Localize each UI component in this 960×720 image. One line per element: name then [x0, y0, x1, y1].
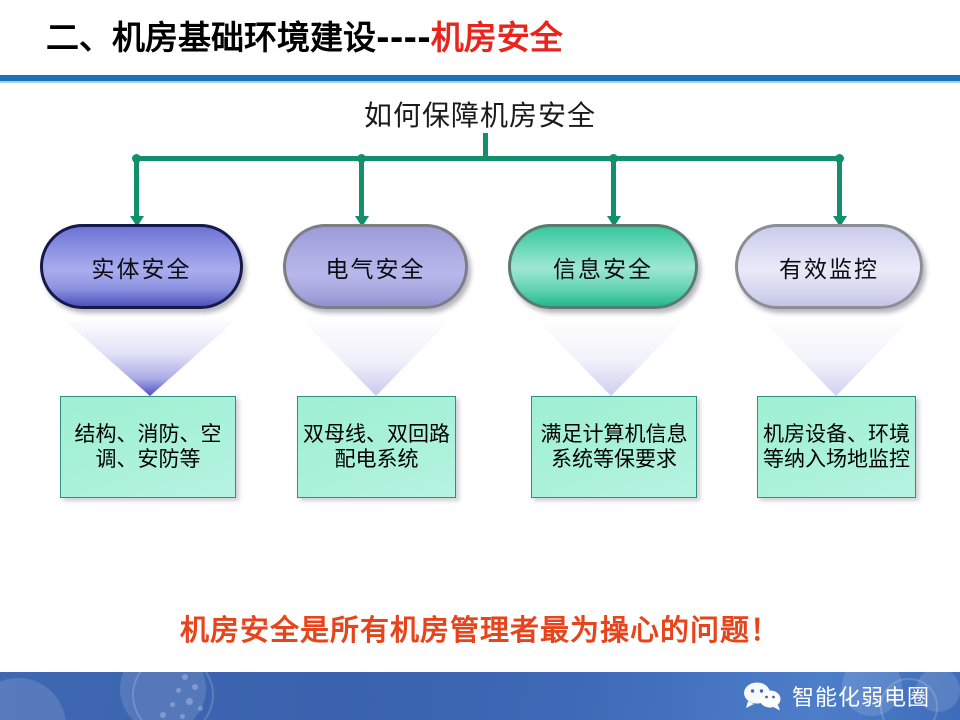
- category-pill-label: 有效监控: [779, 256, 879, 283]
- footer-dot-decor: [176, 688, 181, 693]
- footer-dot-decor: [192, 684, 198, 690]
- footer-bubble-decor: [916, 672, 960, 712]
- footer-ring-decor: [880, 678, 938, 720]
- category-pill-physical-security[interactable]: 实体安全: [40, 224, 243, 309]
- footer-dot-decor: [160, 712, 166, 718]
- detail-box-label: 结构、消防、空调、安防等: [74, 422, 222, 471]
- connector-arrow-2: [355, 216, 369, 227]
- detail-box-label: 双母线、双回路配电系统: [303, 422, 450, 471]
- connector-drop-4: [837, 158, 842, 220]
- detail-box-electrical-security[interactable]: 双母线、双回路配电系统: [297, 396, 456, 498]
- footer-dot-decor: [170, 702, 175, 707]
- title-divider-shadow: [0, 81, 960, 83]
- category-pill-electrical-security[interactable]: 电气安全: [283, 224, 468, 309]
- down-triangle-icon-1: [62, 318, 238, 396]
- down-triangle-icon-4: [760, 318, 912, 396]
- connector-drop-1: [134, 158, 139, 220]
- category-pill-effective-monitoring[interactable]: 有效监控: [735, 224, 923, 309]
- footer-banner: 智能化弱电圈: [0, 672, 960, 720]
- category-pill-label: 电气安全: [325, 256, 426, 283]
- connector-arrow-3: [607, 216, 621, 227]
- page-title-main: 二、机房基础环境建设----: [46, 18, 431, 57]
- page-title-accent: 机房安全: [430, 18, 563, 57]
- title-divider: [0, 75, 960, 81]
- connector-arrow-1: [130, 216, 144, 227]
- footer-bubble-decor: [0, 678, 66, 720]
- footer-dot-decor: [186, 698, 193, 705]
- category-pill-label: 实体安全: [91, 256, 192, 283]
- connector-arrow-4: [833, 216, 847, 227]
- summary-statement: 机房安全是所有机房管理者最为操心的问题！: [179, 613, 780, 647]
- footer-dot-decor: [182, 674, 188, 680]
- connector-drop-2: [359, 158, 364, 220]
- category-pill-information-security[interactable]: 信息安全: [508, 224, 698, 309]
- footer-ring-decor: [132, 672, 214, 720]
- wechat-icon: [742, 681, 782, 711]
- footer-dot-decor: [198, 706, 203, 711]
- detail-box-physical-security[interactable]: 结构、消防、空调、安防等: [60, 396, 236, 498]
- detail-box-label: 满足计算机信息系统等保要求: [540, 422, 688, 471]
- connector-horizontal-bar: [134, 156, 839, 161]
- down-triangle-icon-3: [535, 318, 687, 396]
- detail-box-effective-monitoring[interactable]: 机房设备、环境等纳入场地监控: [757, 396, 916, 498]
- footer-brand: 智能化弱电圈: [742, 672, 930, 720]
- connector-drop-3: [611, 158, 616, 220]
- down-triangle-icon-2: [300, 318, 452, 396]
- page-title: 二、机房基础环境建设----机房安全: [46, 18, 563, 58]
- footer-brand-label: 智能化弱电圈: [791, 686, 930, 711]
- category-pill-label: 信息安全: [553, 256, 653, 283]
- diagram-root-label: 如何保障机房安全: [363, 99, 596, 132]
- detail-box-label: 机房设备、环境等纳入场地监控: [763, 422, 910, 471]
- connector-trunk: [483, 133, 488, 161]
- footer-dot-decor: [180, 714, 185, 719]
- detail-box-information-security[interactable]: 满足计算机信息系统等保要求: [531, 396, 697, 498]
